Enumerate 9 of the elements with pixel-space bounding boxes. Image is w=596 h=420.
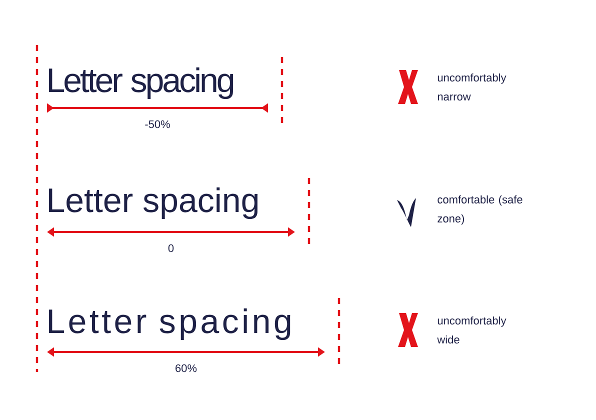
dimension-label: -50% — [145, 120, 170, 128]
sample-text: Letter spacing — [49, 187, 258, 220]
sample-text: Letter spacing — [49, 67, 234, 100]
sample-text: Letter spacing — [49, 308, 290, 340]
dimension-label: 0 — [168, 244, 174, 252]
dimension-label: 60% — [176, 364, 197, 372]
rating-note: uncomfortably wide — [437, 316, 506, 344]
rating-note: comfortable (safe zone) — [438, 195, 522, 225]
rating-note: uncomfortably narrow — [438, 73, 506, 101]
